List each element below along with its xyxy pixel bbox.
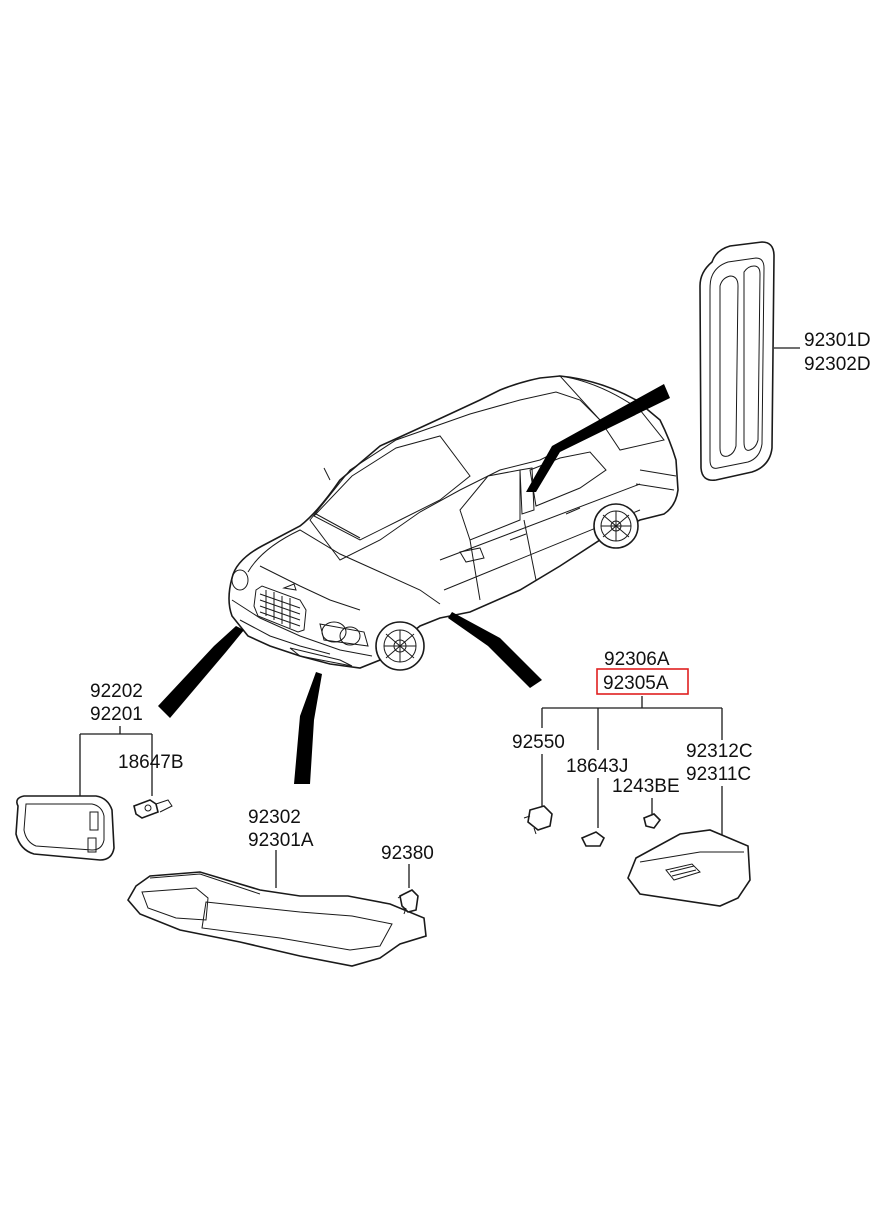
part-number-92306A: 92306A — [604, 649, 670, 670]
part-number-18647B: 18647B — [118, 752, 184, 773]
part-number-92302D: 92302D — [804, 354, 871, 375]
highlight-box — [596, 668, 689, 695]
marker-bulb — [580, 831, 606, 847]
part-number-92311C: 92311C — [686, 764, 751, 785]
part-number-92302: 92302 — [248, 807, 301, 828]
pointer-arrow-side-repeater — [526, 384, 670, 492]
pointer-arrow-side-marker — [448, 612, 542, 688]
side-repeater-lamp — [699, 241, 775, 482]
leader-92305A — [541, 696, 723, 750]
socket — [523, 805, 553, 835]
fog-lamp — [15, 795, 115, 861]
leader-92201 — [79, 726, 153, 796]
part-number-92312C: 92312C — [686, 741, 753, 762]
part-number-92202: 92202 — [90, 681, 143, 702]
screw — [643, 813, 662, 829]
bumper-lamp — [127, 871, 427, 967]
bumper-lamp-clip — [397, 889, 419, 915]
part-number-92380: 92380 — [381, 843, 434, 864]
fog-lamp-bulb — [133, 799, 173, 819]
side-marker-lamp — [627, 829, 751, 907]
pointer-arrow-bumper-lamp — [294, 672, 322, 784]
part-number-92305A[interactable]: 92305A — [603, 673, 669, 694]
part-number-18643J: 18643J — [566, 756, 628, 777]
part-number-92201: 92201 — [90, 704, 143, 725]
part-number-92301A: 92301A — [248, 830, 314, 851]
part-number-1243BE: 1243BE — [612, 776, 680, 797]
part-number-92550: 92550 — [512, 732, 565, 753]
part-number-92301D: 92301D — [804, 330, 871, 351]
pointer-arrow-fog-lamp — [158, 626, 244, 718]
